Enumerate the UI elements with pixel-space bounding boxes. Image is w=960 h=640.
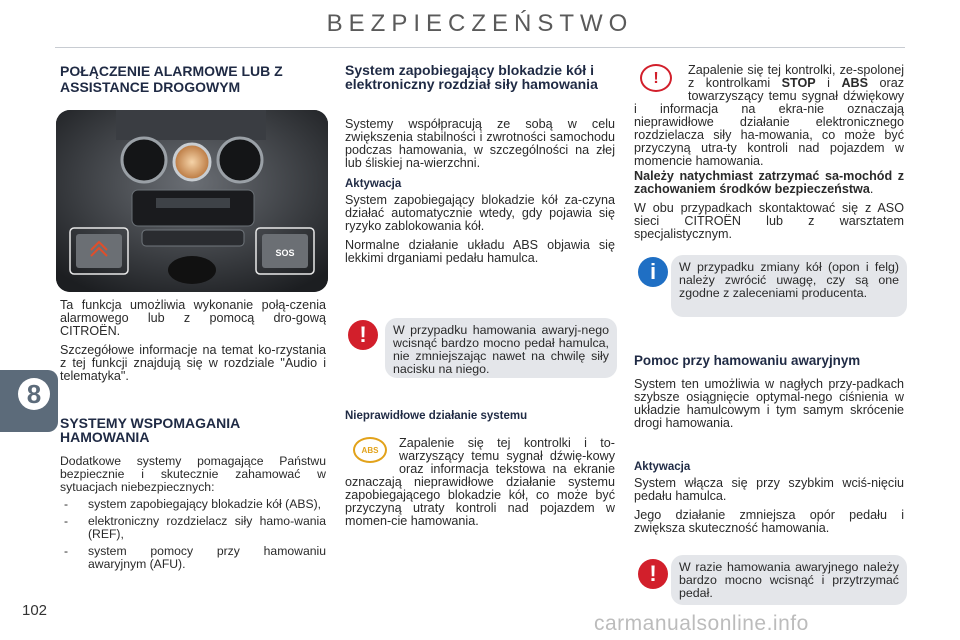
dashboard-photo: SOS (56, 110, 328, 292)
chapter-number: 8 (18, 378, 50, 410)
console-illustration (56, 110, 328, 292)
section-heading-afu: Pomoc przy hamowaniu awaryjnym (634, 353, 861, 368)
abs-light-icon: ABS (353, 437, 387, 463)
afu-para-2: System włącza się przy szybkim wciś-nięc… (634, 476, 904, 503)
sos-button-label: SOS (275, 248, 295, 258)
page-title: BEZPIECZEŃSTWO (326, 10, 634, 37)
emergency-call-para-1: Ta funkcja umożliwia wykonanie połą-czen… (60, 298, 326, 338)
abs-warning-note: W przypadku hamowania awaryj-nego wcisną… (385, 318, 617, 378)
afu-para-1: System ten umożliwia w nagłych przy-padk… (634, 377, 904, 430)
abs-malfunction-subheading: Nieprawidłowe działanie systemu (345, 410, 528, 422)
emergency-call-para-2: Szczegółowe informacje na temat ko-rzyst… (60, 343, 326, 383)
abs-activation-subheading: Aktywacja (345, 178, 402, 190)
section-heading-abs: System zapobiegający blokadzie kół i ele… (345, 62, 598, 92)
watermark: carmanualsonline.info (594, 612, 809, 635)
warning-icon: ! (638, 559, 668, 589)
section-heading-braking-systems: SYSTEMY WSPOMAGANIA HAMOWANIA (60, 415, 240, 445)
brake-warning-light: ! (634, 64, 688, 98)
list-item: system zapobiegający blokadzie kół (ABS)… (60, 498, 326, 512)
afu-activation-subheading: Aktywacja (634, 461, 691, 473)
braking-systems-list: system zapobiegający blokadzie kół (ABS)… (60, 498, 326, 571)
wheel-info-note: W przypadku zmiany kół (opon i felg) nal… (671, 255, 907, 317)
title-divider (55, 47, 905, 48)
page-number: 102 (22, 602, 48, 619)
ref-malfunction-para: Zapalenie się tej kontrolki, ze-spolonej… (634, 63, 905, 168)
abs-para-3: Normalne działanie układu ABS objawia si… (345, 238, 615, 265)
info-icon: i (638, 257, 668, 287)
abs-para-1: Systemy współpracują ze sobą w celu zwię… (345, 117, 615, 170)
afu-para-3: Jego działanie zmniejsza opór pedału i z… (634, 508, 904, 535)
list-item: system pomocy przy hamowaniu awaryjnym (… (60, 545, 326, 571)
warning-icon: ! (348, 320, 378, 350)
list-item: elektroniczny rozdzielacz siły hamo-wani… (60, 515, 326, 541)
abs-malfunction-para: Zapalenie się tej kontrolki i to-warzysz… (345, 436, 615, 528)
braking-systems-intro: Dodatkowe systemy pomagające Państwu bez… (60, 454, 326, 494)
abs-warning-light: ABS (345, 437, 399, 467)
abs-para-2: System zapobiegający blokadzie kół za-cz… (345, 193, 615, 233)
contact-dealer-para: W obu przypadkach skontaktować się z ASO… (634, 201, 904, 241)
stop-vehicle-instruction: Należy natychmiast zatrzymać sa-mochód z… (634, 169, 904, 196)
section-heading-emergency-call: POŁĄCZENIE ALARMOWE LUB Z ASSISTANCE DRO… (60, 63, 283, 95)
afu-warning-note: W razie hamowania awaryjnego należy bard… (671, 555, 907, 605)
brake-light-icon: ! (640, 64, 672, 92)
